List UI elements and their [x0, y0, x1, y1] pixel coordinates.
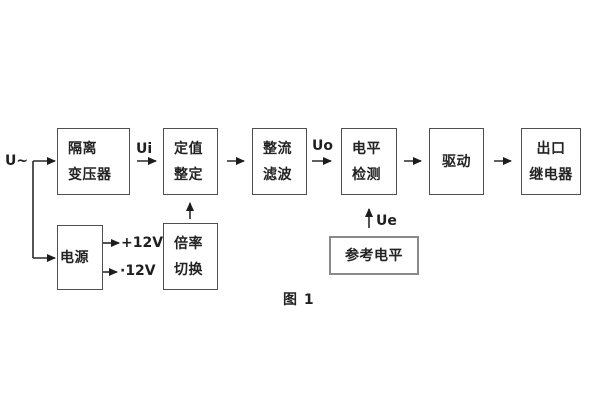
block-text-line: 定值 [174, 140, 203, 157]
plus-12v-label: +12V [121, 235, 164, 251]
ui-signal-label: Ui [136, 141, 153, 157]
block-setting-adjust: 定值 整定 [163, 128, 218, 195]
block-text-line: 出口 [536, 140, 566, 157]
ue-signal-label: Ue [376, 213, 397, 229]
block-output-relay: 出口 继电器 [521, 128, 581, 195]
block-text-line: 驱动 [442, 153, 471, 170]
block-text-line: 电平 [352, 140, 381, 157]
block-rectifier-filter: 整流 滤波 [252, 128, 307, 195]
block-text-line: 电源 [60, 249, 89, 266]
figure-caption: 图 1 [283, 292, 315, 308]
block-text-line: 整定 [174, 166, 203, 183]
block-text-line: 继电器 [529, 166, 573, 183]
block-drive: 驱动 [429, 128, 484, 195]
uo-signal-label: Uo [312, 138, 333, 154]
block-text-line: 切换 [174, 261, 203, 278]
block-text-line: 检测 [352, 166, 381, 183]
block-reference-level: 参考电平 [329, 236, 419, 275]
block-text-line: 变压器 [68, 166, 112, 183]
block-ratio-switch: 倍率 切换 [163, 223, 218, 290]
block-text-line: 参考电平 [345, 247, 403, 264]
block-text-line: 隔离 [68, 140, 97, 157]
input-voltage-label: U~ [5, 153, 29, 169]
block-text-line: 滤波 [263, 166, 292, 183]
block-power-supply: 电源 [57, 225, 103, 290]
minus-12v-label: ·12V [120, 263, 156, 279]
block-text-line: 倍率 [174, 235, 203, 252]
block-text-line: 整流 [263, 140, 292, 157]
block-isolation-transformer: 隔离 变压器 [57, 128, 130, 195]
block-level-detection: 电平 检测 [341, 128, 397, 195]
